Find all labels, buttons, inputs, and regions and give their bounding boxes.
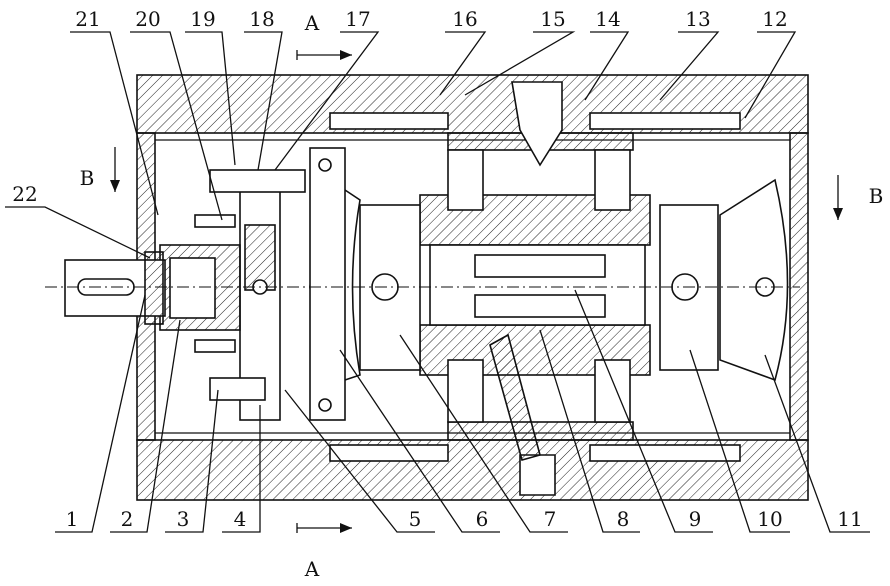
section-a-top: A: [304, 11, 320, 35]
label-13: 13: [685, 7, 710, 31]
label-7: 7: [544, 507, 557, 531]
bolts: [329, 112, 741, 462]
label-22: 22: [12, 182, 37, 206]
label-11: 11: [837, 507, 862, 531]
label-10: 10: [757, 507, 782, 531]
label-19: 19: [190, 7, 215, 31]
label-1: 1: [66, 507, 79, 531]
label-8: 8: [617, 507, 630, 531]
label-9: 9: [689, 507, 702, 531]
top-callouts: 21 20 19 18 17 16 15 14 13 12 22: [5, 7, 797, 259]
label-3: 3: [177, 507, 190, 531]
output-shaft: [64, 251, 166, 325]
section-markers: A A B B: [80, 11, 884, 581]
central-body: [419, 81, 651, 496]
section-a-bottom: A: [304, 557, 320, 581]
section-b-right: B: [869, 184, 884, 208]
label-21: 21: [75, 7, 100, 31]
label-5: 5: [409, 507, 422, 531]
label-4: 4: [234, 507, 247, 531]
bottom-callouts: 1 2 3 4 5 6 7 8 9 10 11: [55, 289, 870, 533]
label-15: 15: [540, 7, 565, 31]
label-14: 14: [595, 7, 620, 31]
label-2: 2: [121, 507, 134, 531]
piston-assembly: [309, 178, 789, 382]
section-b-left: B: [80, 166, 95, 190]
label-18: 18: [249, 7, 274, 31]
label-16: 16: [452, 7, 477, 31]
housing: [136, 74, 809, 501]
gear-assembly: [159, 147, 346, 421]
label-6: 6: [476, 507, 489, 531]
label-17: 17: [345, 7, 370, 31]
label-12: 12: [762, 7, 787, 31]
label-20: 20: [135, 7, 160, 31]
